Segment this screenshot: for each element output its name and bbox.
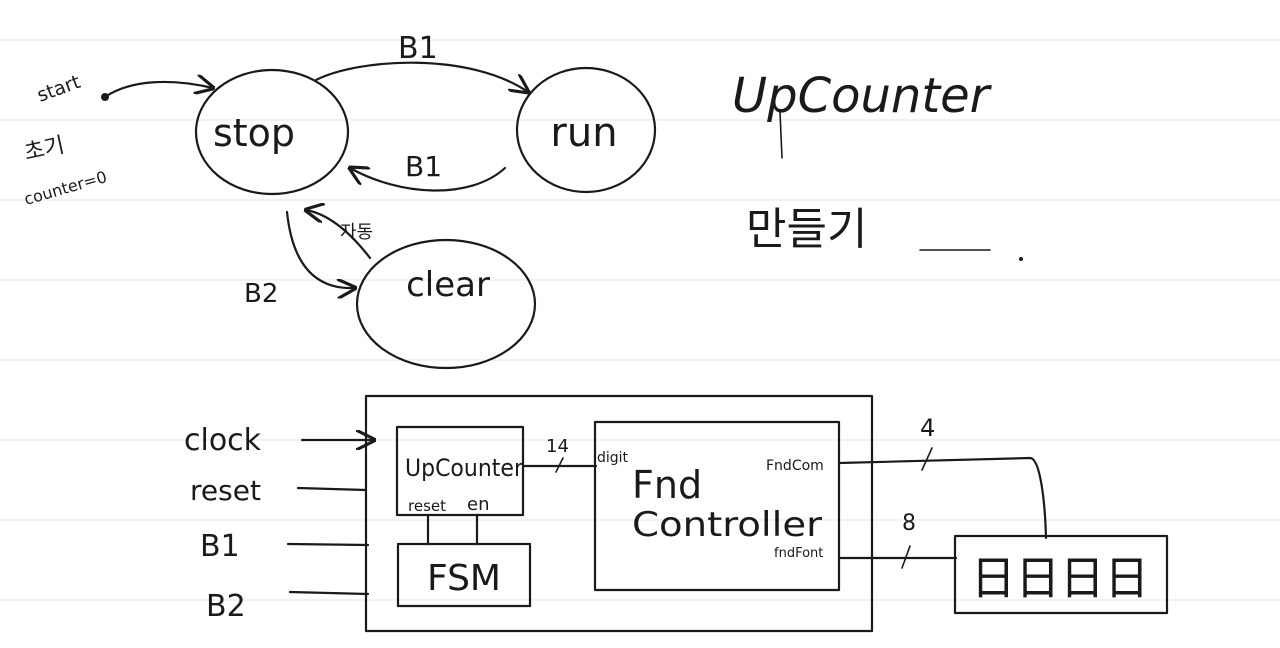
state-clear [355, 238, 537, 370]
upcounter-label: UpCounter [405, 454, 523, 482]
transition-clear-to-stop-label: 자동 [340, 222, 373, 243]
input-clock-label: clock [184, 423, 262, 458]
top-module-box [364, 394, 874, 633]
state-stop-label: stop [213, 111, 295, 155]
wire-b2 [288, 590, 370, 596]
transition-run-to-stop-label: B1 [405, 150, 442, 183]
state-run [515, 66, 657, 194]
start-arrow [103, 82, 213, 99]
fnd-controller-block [593, 420, 841, 592]
title-upcounter: UpCounter [732, 68, 993, 124]
wire-reset [296, 486, 368, 492]
wire-b1 [286, 542, 370, 547]
fnd-controller-line1: Fnd [632, 463, 702, 507]
bus-slash-font [901, 545, 911, 569]
transition-run-to-stop [350, 168, 507, 192]
bus-width-counter: 14 [546, 436, 569, 457]
title-underline-stroke [779, 111, 783, 159]
upcounter-en-pin: en [467, 494, 489, 515]
state-clear-label: clear [406, 265, 490, 305]
fsm-label: FSM [427, 558, 501, 599]
bus-width-com: 4 [920, 414, 935, 442]
transition-clear-to-stop [306, 210, 372, 260]
wire-fnd-com [837, 456, 1048, 540]
notebook-rules [0, 39, 1280, 601]
fnd-controller-line2: Controller [632, 505, 822, 545]
state-run-label: run [550, 110, 617, 156]
input-reset-label: reset [190, 474, 261, 507]
block-diagram: clock reset B1 B2 UpCounter reset en FSM… [184, 394, 1169, 633]
fnd-controller-digit-pin: digit [597, 450, 629, 466]
start-label: start [34, 71, 83, 107]
fnd-com-pin: FndCom [766, 458, 824, 474]
bus-slash-com [921, 447, 933, 471]
subtitle-period [1019, 257, 1023, 261]
counter-note: counter=0 [22, 167, 109, 209]
input-b2-label: B2 [206, 589, 246, 624]
upcounter-block [395, 425, 525, 517]
upcounter-reset-pin: reset [408, 497, 446, 515]
transition-stop-to-clear-label: B2 [244, 279, 278, 309]
input-b1-label: B1 [200, 529, 240, 564]
bus-slash-counter [555, 457, 564, 473]
bus-width-font: 8 [902, 511, 916, 536]
fnd-font-pin: fndFont [774, 546, 823, 561]
transition-stop-to-clear [285, 210, 355, 288]
subtitle-make: 만들기 [746, 204, 867, 255]
title-notes: UpCounter 만들기 [732, 68, 1023, 261]
state-stop [194, 68, 350, 196]
fsm-block [396, 542, 532, 608]
transition-stop-to-run [314, 61, 528, 92]
transition-stop-to-run-label: B1 [398, 31, 438, 66]
init-note: 초기 [22, 133, 67, 166]
fnd-display-box [953, 534, 1169, 615]
fnd-display-digits: 日日日日 [971, 551, 1149, 605]
